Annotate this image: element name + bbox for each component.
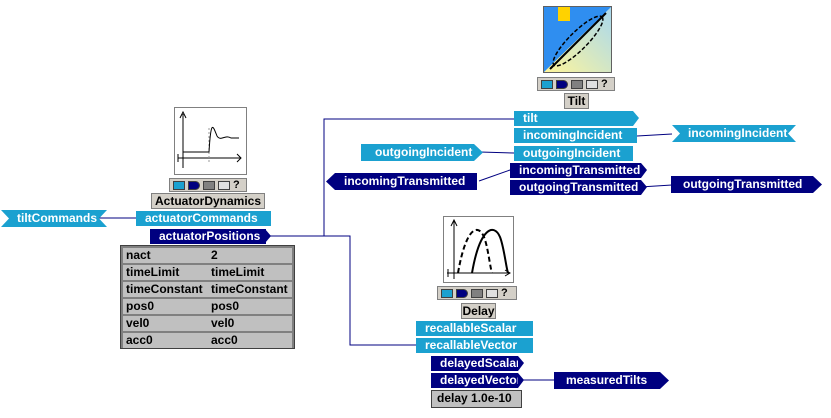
delay-param[interactable]: delay 1.0e-10 — [431, 390, 522, 408]
output-toggle-icon[interactable] — [556, 79, 568, 89]
wire-outgoingIncident — [479, 151, 515, 154]
param-name: timeLimit — [126, 265, 180, 279]
blank-toggle-icon[interactable] — [486, 288, 498, 298]
param-row[interactable]: pos0 pos0 — [123, 299, 292, 314]
param-row[interactable]: vel0 vel0 — [123, 316, 292, 331]
help-icon[interactable]: ? — [501, 286, 508, 299]
delay-curve-icon — [447, 218, 511, 279]
param-value: timeLimit — [211, 265, 265, 279]
param-name: timeConstant — [126, 282, 203, 296]
param-name: acc0 — [126, 333, 153, 347]
tilt-title[interactable]: Tilt — [564, 93, 589, 109]
outgoingIncident-connector[interactable]: outgoingIncident — [361, 144, 483, 161]
output-toggle-icon[interactable] — [456, 288, 468, 298]
param-value: timeConstant — [211, 282, 288, 296]
param-row[interactable]: timeLimit timeLimit — [123, 265, 292, 280]
param-name: vel0 — [126, 316, 150, 330]
tilt-input-port[interactable]: outgoingIncident — [514, 146, 633, 161]
param-toggle-icon[interactable] — [571, 79, 583, 89]
actuator-dynamics-icon[interactable] — [174, 107, 247, 175]
wire-actuator-to-delay — [265, 235, 416, 346]
actuator-title[interactable]: ActuatorDynamics — [151, 193, 265, 209]
param-name: pos0 — [126, 299, 155, 313]
actuator-controls: ? — [169, 178, 247, 192]
help-icon[interactable]: ? — [233, 178, 240, 191]
help-icon[interactable]: ? — [601, 77, 608, 90]
delay-output-port[interactable]: delayedVector — [431, 373, 521, 388]
blank-toggle-icon[interactable] — [218, 180, 230, 190]
output-toggle-icon[interactable] — [188, 180, 200, 190]
tilt-input-port[interactable]: tilt — [514, 111, 633, 126]
step-response-icon — [177, 110, 242, 168]
tilt-input-port[interactable]: incomingIncident — [514, 128, 637, 143]
input-toggle-icon[interactable] — [541, 79, 553, 89]
delay-icon[interactable] — [443, 216, 514, 283]
delay-title[interactable]: Delay — [461, 303, 496, 319]
param-toggle-icon[interactable] — [471, 288, 483, 298]
wire-outgoingTransmitted — [639, 184, 673, 188]
param-value: acc0 — [211, 333, 238, 347]
tilt-output-port[interactable]: outgoingTransmitted — [510, 180, 641, 195]
param-toggle-icon[interactable] — [203, 180, 215, 190]
tiltCommands-connector[interactable]: tiltCommands — [1, 210, 107, 227]
measuredTilts-connector[interactable]: measuredTilts — [554, 372, 669, 389]
delay-input-port[interactable]: recallableScalar — [416, 321, 533, 336]
delay-output-port[interactable]: delayedScalar — [431, 356, 521, 371]
wire-incomingTransmitted — [478, 169, 511, 182]
param-row[interactable]: timeConstant timeConstant — [123, 282, 292, 297]
param-value: pos0 — [211, 299, 240, 313]
param-row[interactable]: acc0 acc0 — [123, 333, 292, 348]
delay-controls: ? — [437, 286, 517, 300]
incomingIncident-connector[interactable]: incomingIncident — [672, 125, 796, 142]
blank-toggle-icon[interactable] — [586, 79, 598, 89]
incomingTransmitted-connector[interactable]: incomingTransmitted — [326, 173, 477, 190]
input-toggle-icon[interactable] — [173, 180, 185, 190]
outgoingTransmitted-connector[interactable]: outgoingTransmitted — [671, 176, 822, 193]
tilt-icon[interactable] — [543, 6, 612, 73]
tilt-output-port[interactable]: incomingTransmitted — [510, 163, 641, 178]
actuator-output-port[interactable]: actuatorPositions — [150, 229, 266, 244]
actuator-input-port[interactable]: actuatorCommands — [136, 211, 271, 226]
param-value: vel0 — [211, 316, 235, 330]
delay-input-port[interactable]: recallableVector — [416, 338, 533, 353]
param-name: nact — [126, 248, 151, 262]
tilt-controls: ? — [537, 77, 615, 91]
param-row[interactable]: nact 2 — [123, 248, 292, 263]
tilt-mirror-icon — [544, 7, 611, 72]
wire-incomingIncident — [636, 133, 673, 137]
param-value: 2 — [211, 248, 218, 262]
input-toggle-icon[interactable] — [441, 288, 453, 298]
